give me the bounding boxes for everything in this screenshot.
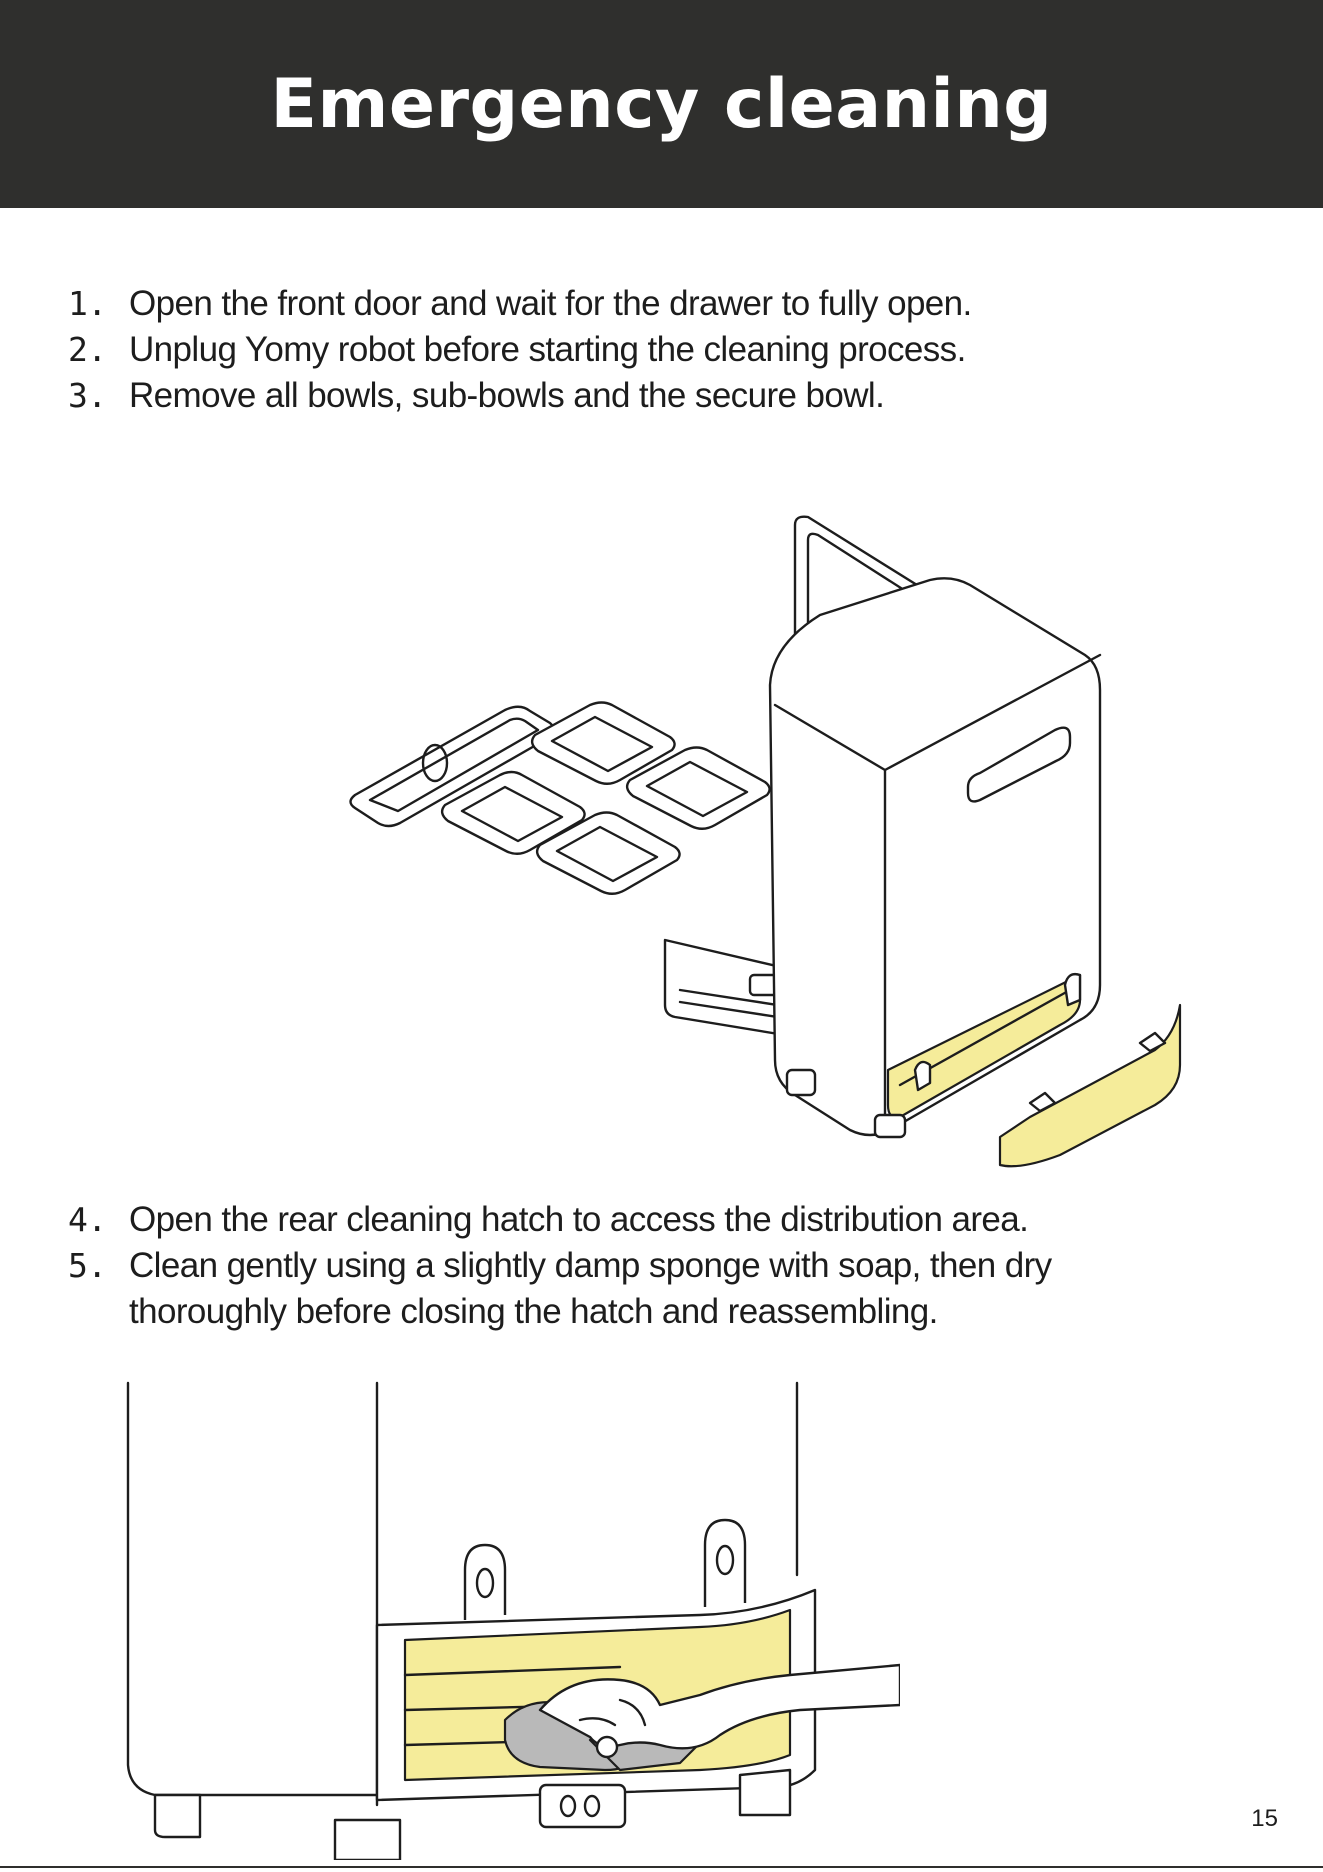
page-header: Emergency cleaning — [0, 0, 1323, 208]
step-item: 3. Remove all bowls, sub-bowls and the s… — [68, 373, 1168, 419]
step-item: 2. Unplug Yomy robot before starting the… — [68, 327, 1168, 373]
step-number: 5. — [68, 1246, 107, 1285]
page-number: 15 — [1251, 1805, 1278, 1832]
step-number: 4. — [68, 1200, 107, 1239]
step-text: Clean gently using a slightly damp spong… — [129, 1246, 1052, 1331]
step-text: Open the rear cleaning hatch to access t… — [129, 1200, 1029, 1239]
robot-with-bowls-icon — [349, 515, 1182, 1168]
robot-bowls-illustration — [340, 505, 1200, 1185]
step-number: 3. — [68, 376, 107, 415]
step-item: 5. Clean gently using a slightly damp sp… — [68, 1243, 1198, 1335]
bottom-divider — [0, 1866, 1323, 1868]
step-item: 1. Open the front door and wait for the … — [68, 281, 1168, 327]
step-number: 2. — [68, 330, 107, 369]
step-number: 1. — [68, 284, 107, 323]
steps-list-top: 1. Open the front door and wait for the … — [68, 281, 1168, 419]
hand-cleaning-icon — [126, 1381, 902, 1862]
page-title: Emergency cleaning — [270, 64, 1053, 144]
step-text: Unplug Yomy robot before starting the cl… — [129, 330, 966, 369]
step-text: Open the front door and wait for the dra… — [129, 284, 972, 323]
cleaning-hatch-illustration — [100, 1375, 902, 1862]
step-text: Remove all bowls, sub-bowls and the secu… — [129, 376, 885, 415]
steps-list-bottom: 4. Open the rear cleaning hatch to acces… — [68, 1197, 1198, 1335]
step-item: 4. Open the rear cleaning hatch to acces… — [68, 1197, 1198, 1243]
